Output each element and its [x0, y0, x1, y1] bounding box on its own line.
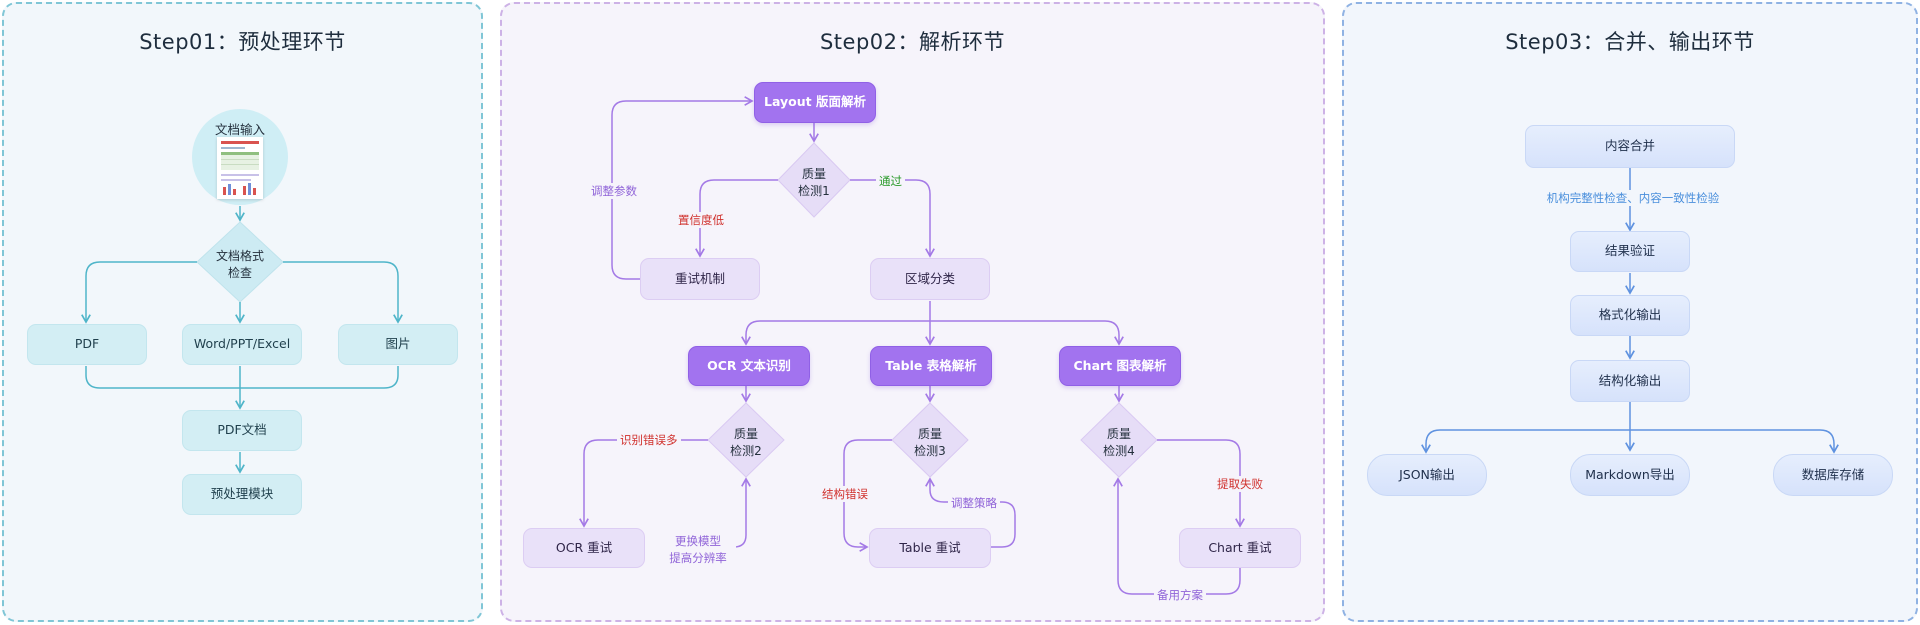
- database-store-node: 数据库存储: [1773, 454, 1893, 496]
- doc-input-label: 文档输入: [214, 122, 265, 137]
- qc4-diamond: [1080, 402, 1158, 478]
- pdf-doc-node: PDF文档: [182, 410, 302, 451]
- chart-node: Chart 图表解析: [1059, 346, 1181, 386]
- format-output-node: 格式化输出: [1570, 295, 1690, 336]
- step1-panel: Step01：预处理环节: [2, 2, 483, 622]
- adjust-params-label: 调整参数: [588, 183, 640, 199]
- document-thumbnail-icon: [217, 137, 263, 199]
- qc2-diamond: [707, 402, 785, 478]
- qc2-label: 质量 检测2: [730, 427, 762, 459]
- markdown-export-node: Markdown导出: [1570, 454, 1690, 496]
- check-label: 机构完整性检查、内容一致性检验: [1540, 190, 1726, 206]
- extract-fail-label: 提取失败: [1214, 476, 1266, 492]
- adjust-strategy-label: 调整策略: [948, 495, 1000, 511]
- ocr-retry-node: OCR 重试: [523, 528, 645, 568]
- backup-plan-label: 备用方案: [1154, 587, 1206, 603]
- ocr-node: OCR 文本识别: [688, 346, 810, 386]
- chart-retry-node: Chart 重试: [1179, 528, 1301, 568]
- retry-mechanism-node: 重试机制: [640, 258, 760, 300]
- qc1-label: 质量 检测1: [798, 167, 830, 199]
- step2-panel: Step02：解析环节: [500, 2, 1325, 622]
- preprocess-module-node: 预处理模块: [182, 474, 302, 515]
- image-node: 图片: [338, 324, 458, 365]
- layout-node: Layout 版面解析: [754, 82, 876, 123]
- format-check-label: 文档格式 检查: [215, 249, 264, 281]
- pdf-node: PDF: [27, 324, 147, 365]
- step1-title: Step01：预处理环节: [139, 30, 346, 54]
- qc3-diamond: [891, 402, 969, 478]
- step3-title: Step03：合并、输出环节: [1505, 30, 1755, 54]
- qc1-diamond: [777, 142, 851, 218]
- table-node: Table 表格解析: [870, 346, 992, 386]
- structure-error-label: 结构错误: [819, 486, 871, 502]
- low-confidence-label: 置信度低: [675, 212, 727, 228]
- qc3-label: 质量 检测3: [914, 427, 946, 459]
- json-output-node: JSON输出: [1367, 454, 1487, 496]
- region-classify-node: 区域分类: [870, 258, 990, 300]
- change-model-label: 更换模型 提高分辨率: [660, 533, 736, 567]
- verify-node: 结果验证: [1570, 231, 1690, 272]
- ocr-errors-label: 识别错误多: [617, 432, 681, 448]
- table-retry-node: Table 重试: [869, 528, 991, 568]
- qc4-label: 质量 检测4: [1103, 427, 1135, 459]
- structured-output-node: 结构化输出: [1570, 360, 1690, 402]
- office-node: Word/PPT/Excel: [182, 324, 302, 365]
- merge-node: 内容合并: [1525, 125, 1735, 168]
- pass-label: 通过: [876, 173, 905, 189]
- step2-title: Step02：解析环节: [819, 30, 1006, 54]
